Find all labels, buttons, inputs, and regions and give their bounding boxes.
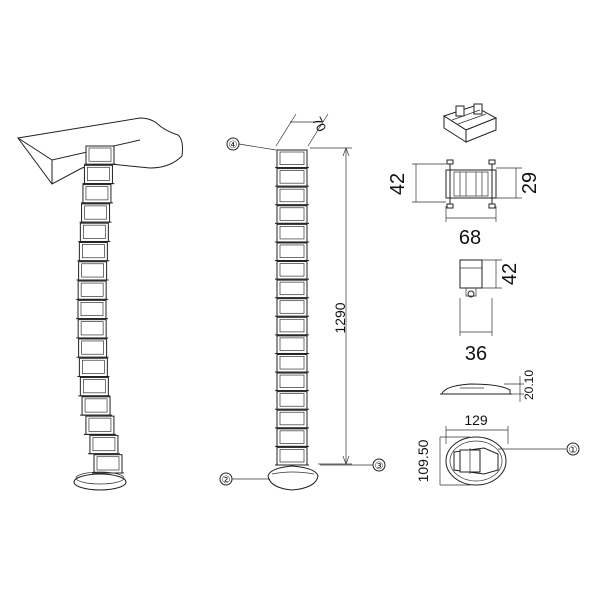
spine-segment <box>82 164 115 185</box>
spine-segment <box>79 203 112 223</box>
spine-segment <box>80 184 113 204</box>
desk-assembly-view <box>17 117 183 491</box>
spine-segment <box>87 434 120 455</box>
spine-segment <box>84 145 116 165</box>
callout-1: ① <box>498 442 580 456</box>
svg-text:④: ④ <box>229 140 238 151</box>
spine-segment <box>275 335 309 354</box>
spine-segment <box>275 446 309 466</box>
unit-width-value: 68 <box>459 227 481 249</box>
clip-width-value: 36 <box>465 343 487 365</box>
callout-4: ④ <box>226 137 277 151</box>
left-base <box>73 473 127 491</box>
spine-segment <box>275 186 309 206</box>
width-value: 70 <box>309 114 329 134</box>
spine-segment <box>275 372 309 392</box>
spine-segment <box>275 428 309 447</box>
spine-segment <box>77 241 110 262</box>
svg-text:③: ③ <box>375 461 384 472</box>
base-side-view: 20.10 <box>440 370 536 402</box>
spine-segment <box>78 377 111 397</box>
width-dimension: 70 <box>275 113 329 147</box>
height-value: 1290 <box>332 302 348 333</box>
spine-segment <box>275 242 309 262</box>
straight-spine <box>275 149 309 466</box>
spine-segment <box>76 261 109 281</box>
spine-segment <box>275 205 309 224</box>
clip-view: 42 36 <box>459 259 521 365</box>
unit-isometric <box>442 103 498 143</box>
base-depth-value: 109.50 <box>415 439 431 482</box>
svg-text:①: ① <box>569 445 578 456</box>
callout-2: ② <box>219 472 270 486</box>
spine-segment <box>275 279 309 299</box>
base-top-view: 129 109.50 ① <box>415 412 580 486</box>
spine-segment <box>78 222 111 242</box>
spine-segment <box>275 298 309 317</box>
spine-segment <box>76 280 109 300</box>
unit-front-view: 42 29 68 <box>387 159 541 249</box>
spine-segment <box>83 415 116 435</box>
base-height-value: 20.10 <box>522 370 536 400</box>
spine-segment <box>275 316 309 336</box>
spine-segment <box>275 223 309 243</box>
height-dimension: 1290 <box>310 147 352 465</box>
unit-height-value: 42 <box>387 173 409 195</box>
spine-segment <box>77 357 110 378</box>
spine-segment <box>76 299 108 320</box>
callout-3: ③ <box>320 458 386 472</box>
spine-segment <box>76 319 109 339</box>
spine-segment <box>80 396 113 416</box>
spine-segment <box>275 391 309 410</box>
spine-segment <box>275 409 309 429</box>
svg-text:②: ② <box>222 475 231 486</box>
spine-segment <box>76 338 109 358</box>
spine-segment <box>92 454 124 474</box>
clip-height-value: 42 <box>499 263 521 285</box>
base-width-value: 129 <box>464 412 488 428</box>
spine-segment <box>275 149 309 169</box>
unit-depth-value: 29 <box>519 172 541 194</box>
spine-segment <box>275 261 309 280</box>
spine-segment <box>275 168 309 187</box>
mid-base <box>267 465 319 491</box>
curved-spine <box>76 145 124 474</box>
spine-segment <box>275 353 309 373</box>
front-view: 70 1290 ④ ② ③ <box>219 113 386 491</box>
